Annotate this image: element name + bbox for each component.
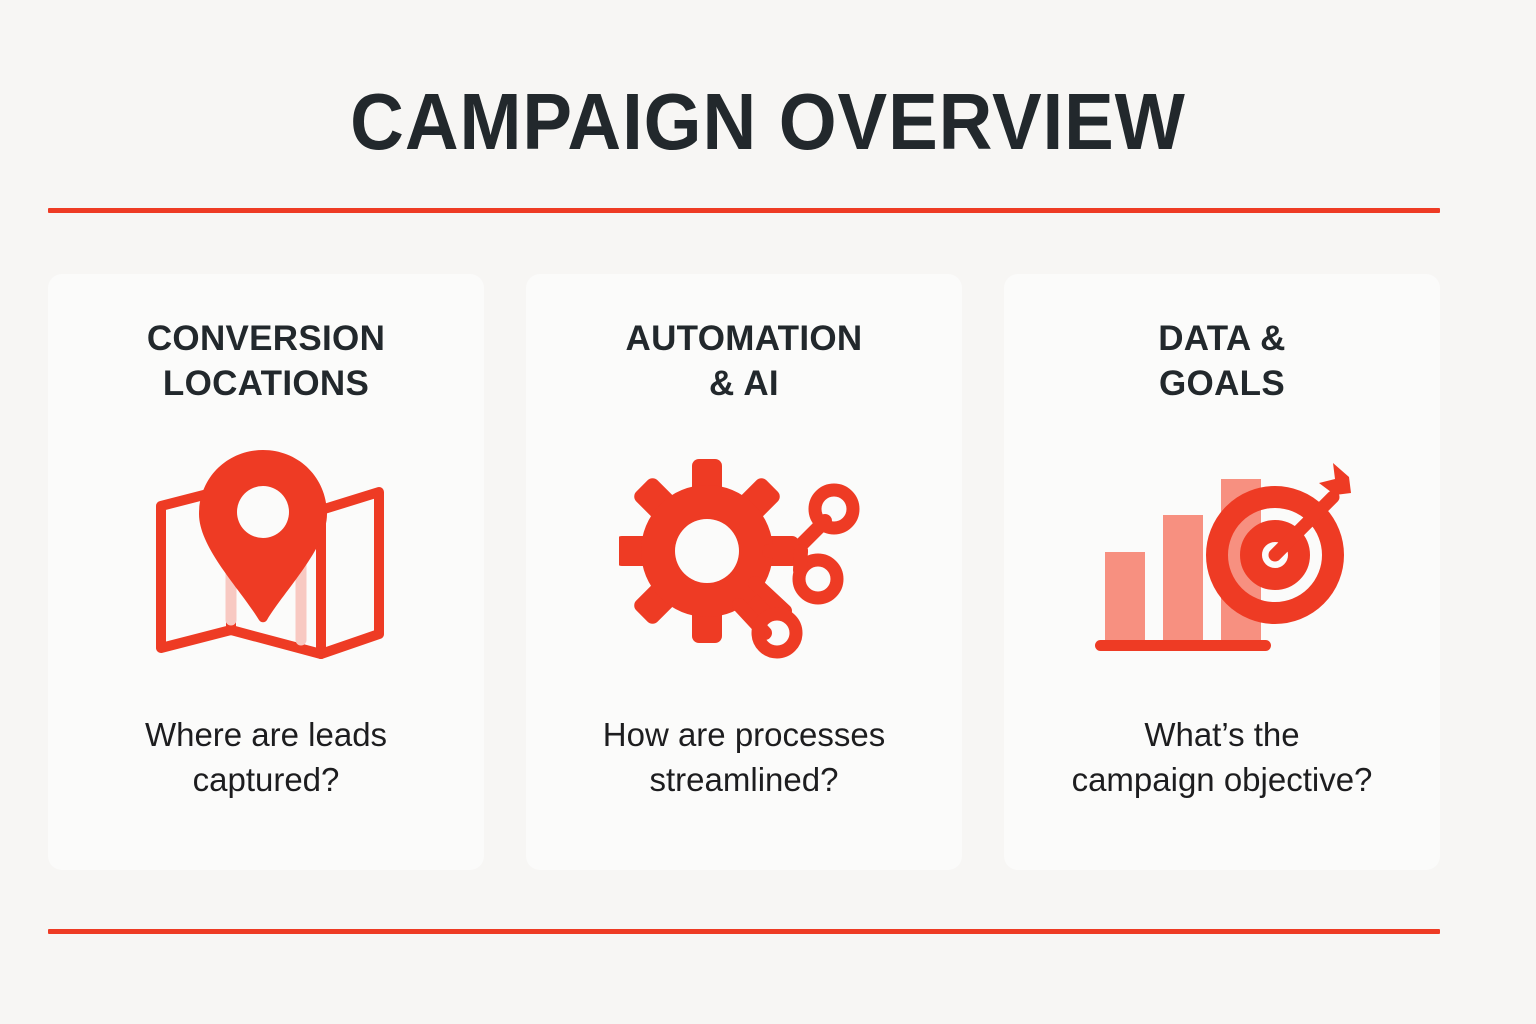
icon-area-automation-ai — [550, 406, 938, 712]
gear-network-icon — [619, 459, 869, 659]
card-data-goals[interactable]: DATA & GOALS — [1004, 274, 1440, 870]
card-title-automation-ai: AUTOMATION & AI — [625, 319, 863, 403]
card-title-data-goals: DATA & GOALS — [1158, 319, 1286, 403]
card-conversion-locations[interactable]: CONVERSION LOCATIONS — [48, 274, 484, 870]
icon-area-conversion-locations — [72, 406, 460, 712]
card-body-conversion-locations: Where are leads captured? — [144, 716, 388, 798]
top-divider — [48, 208, 1440, 213]
page-title-container: CAMPAIGN OVERVIEW — [0, 78, 1536, 166]
card-body-automation-ai: How are processes streamlined? — [602, 716, 886, 798]
card-title-conversion-locations: CONVERSION LOCATIONS — [146, 319, 386, 403]
icon-area-data-goals — [1028, 406, 1416, 712]
page-title: CAMPAIGN OVERVIEW — [350, 77, 1186, 166]
bottom-divider — [48, 929, 1440, 934]
card-body-data-goals: What’s the campaign objective? — [1071, 716, 1373, 798]
card-grid: CONVERSION LOCATIONS — [48, 274, 1440, 870]
card-automation-ai[interactable]: AUTOMATION & AI — [526, 274, 962, 870]
bar-chart-target-icon — [1087, 457, 1357, 662]
map-pin-icon — [131, 444, 401, 674]
